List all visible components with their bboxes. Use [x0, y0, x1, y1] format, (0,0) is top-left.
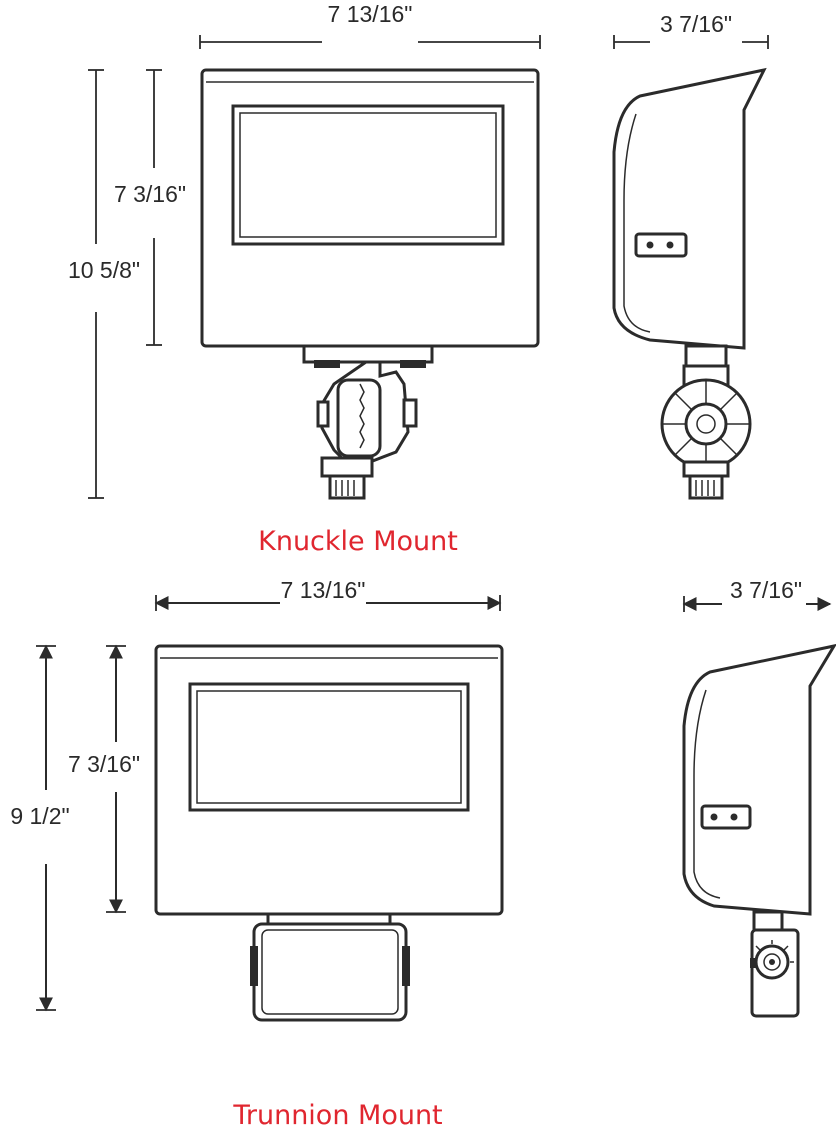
- knuckle-overall-height-dimension: 10 5/8": [68, 69, 140, 499]
- trunnion-depth-dimension: 3 7/16": [682, 577, 832, 612]
- knuckle-width-label: 7 13/16": [328, 1, 413, 27]
- trunnion-head-height-dimension: 7 3/16": [68, 644, 140, 914]
- trunnion-head-height-label: 7 3/16": [68, 751, 140, 777]
- trunnion-depth-label: 3 7/16": [730, 577, 802, 603]
- knuckle-depth-dimension: 3 7/16": [613, 11, 769, 49]
- knuckle-depth-label: 3 7/16": [660, 11, 732, 37]
- trunnion-overall-height-dimension: 9 1/2": [10, 644, 70, 1012]
- knuckle-mount-section: 7 13/16" 3 7/16" 7 3/16" 10 5/8": [68, 1, 769, 557]
- trunnion-mount-caption: Trunnion Mount: [232, 1100, 442, 1131]
- knuckle-overall-height-label: 10 5/8": [68, 257, 140, 283]
- knuckle-head-height-label: 7 3/16": [114, 181, 186, 207]
- knuckle-side-view: [612, 67, 767, 500]
- trunnion-width-label: 7 13/16": [281, 577, 366, 603]
- trunnion-front-view: [154, 644, 504, 1022]
- trunnion-side-view: [682, 644, 836, 1018]
- trunnion-overall-height-label: 9 1/2": [10, 803, 69, 829]
- trunnion-width-dimension: 7 13/16": [154, 577, 502, 611]
- knuckle-mount-caption: Knuckle Mount: [258, 526, 458, 557]
- trunnion-mount-section: 7 13/16" 3 7/16" 7 3/16" 9 1/2": [10, 577, 836, 1131]
- knuckle-width-dimension: 7 13/16": [199, 1, 541, 49]
- knuckle-front-view: [200, 68, 540, 500]
- knuckle-head-height-dimension: 7 3/16": [114, 69, 186, 346]
